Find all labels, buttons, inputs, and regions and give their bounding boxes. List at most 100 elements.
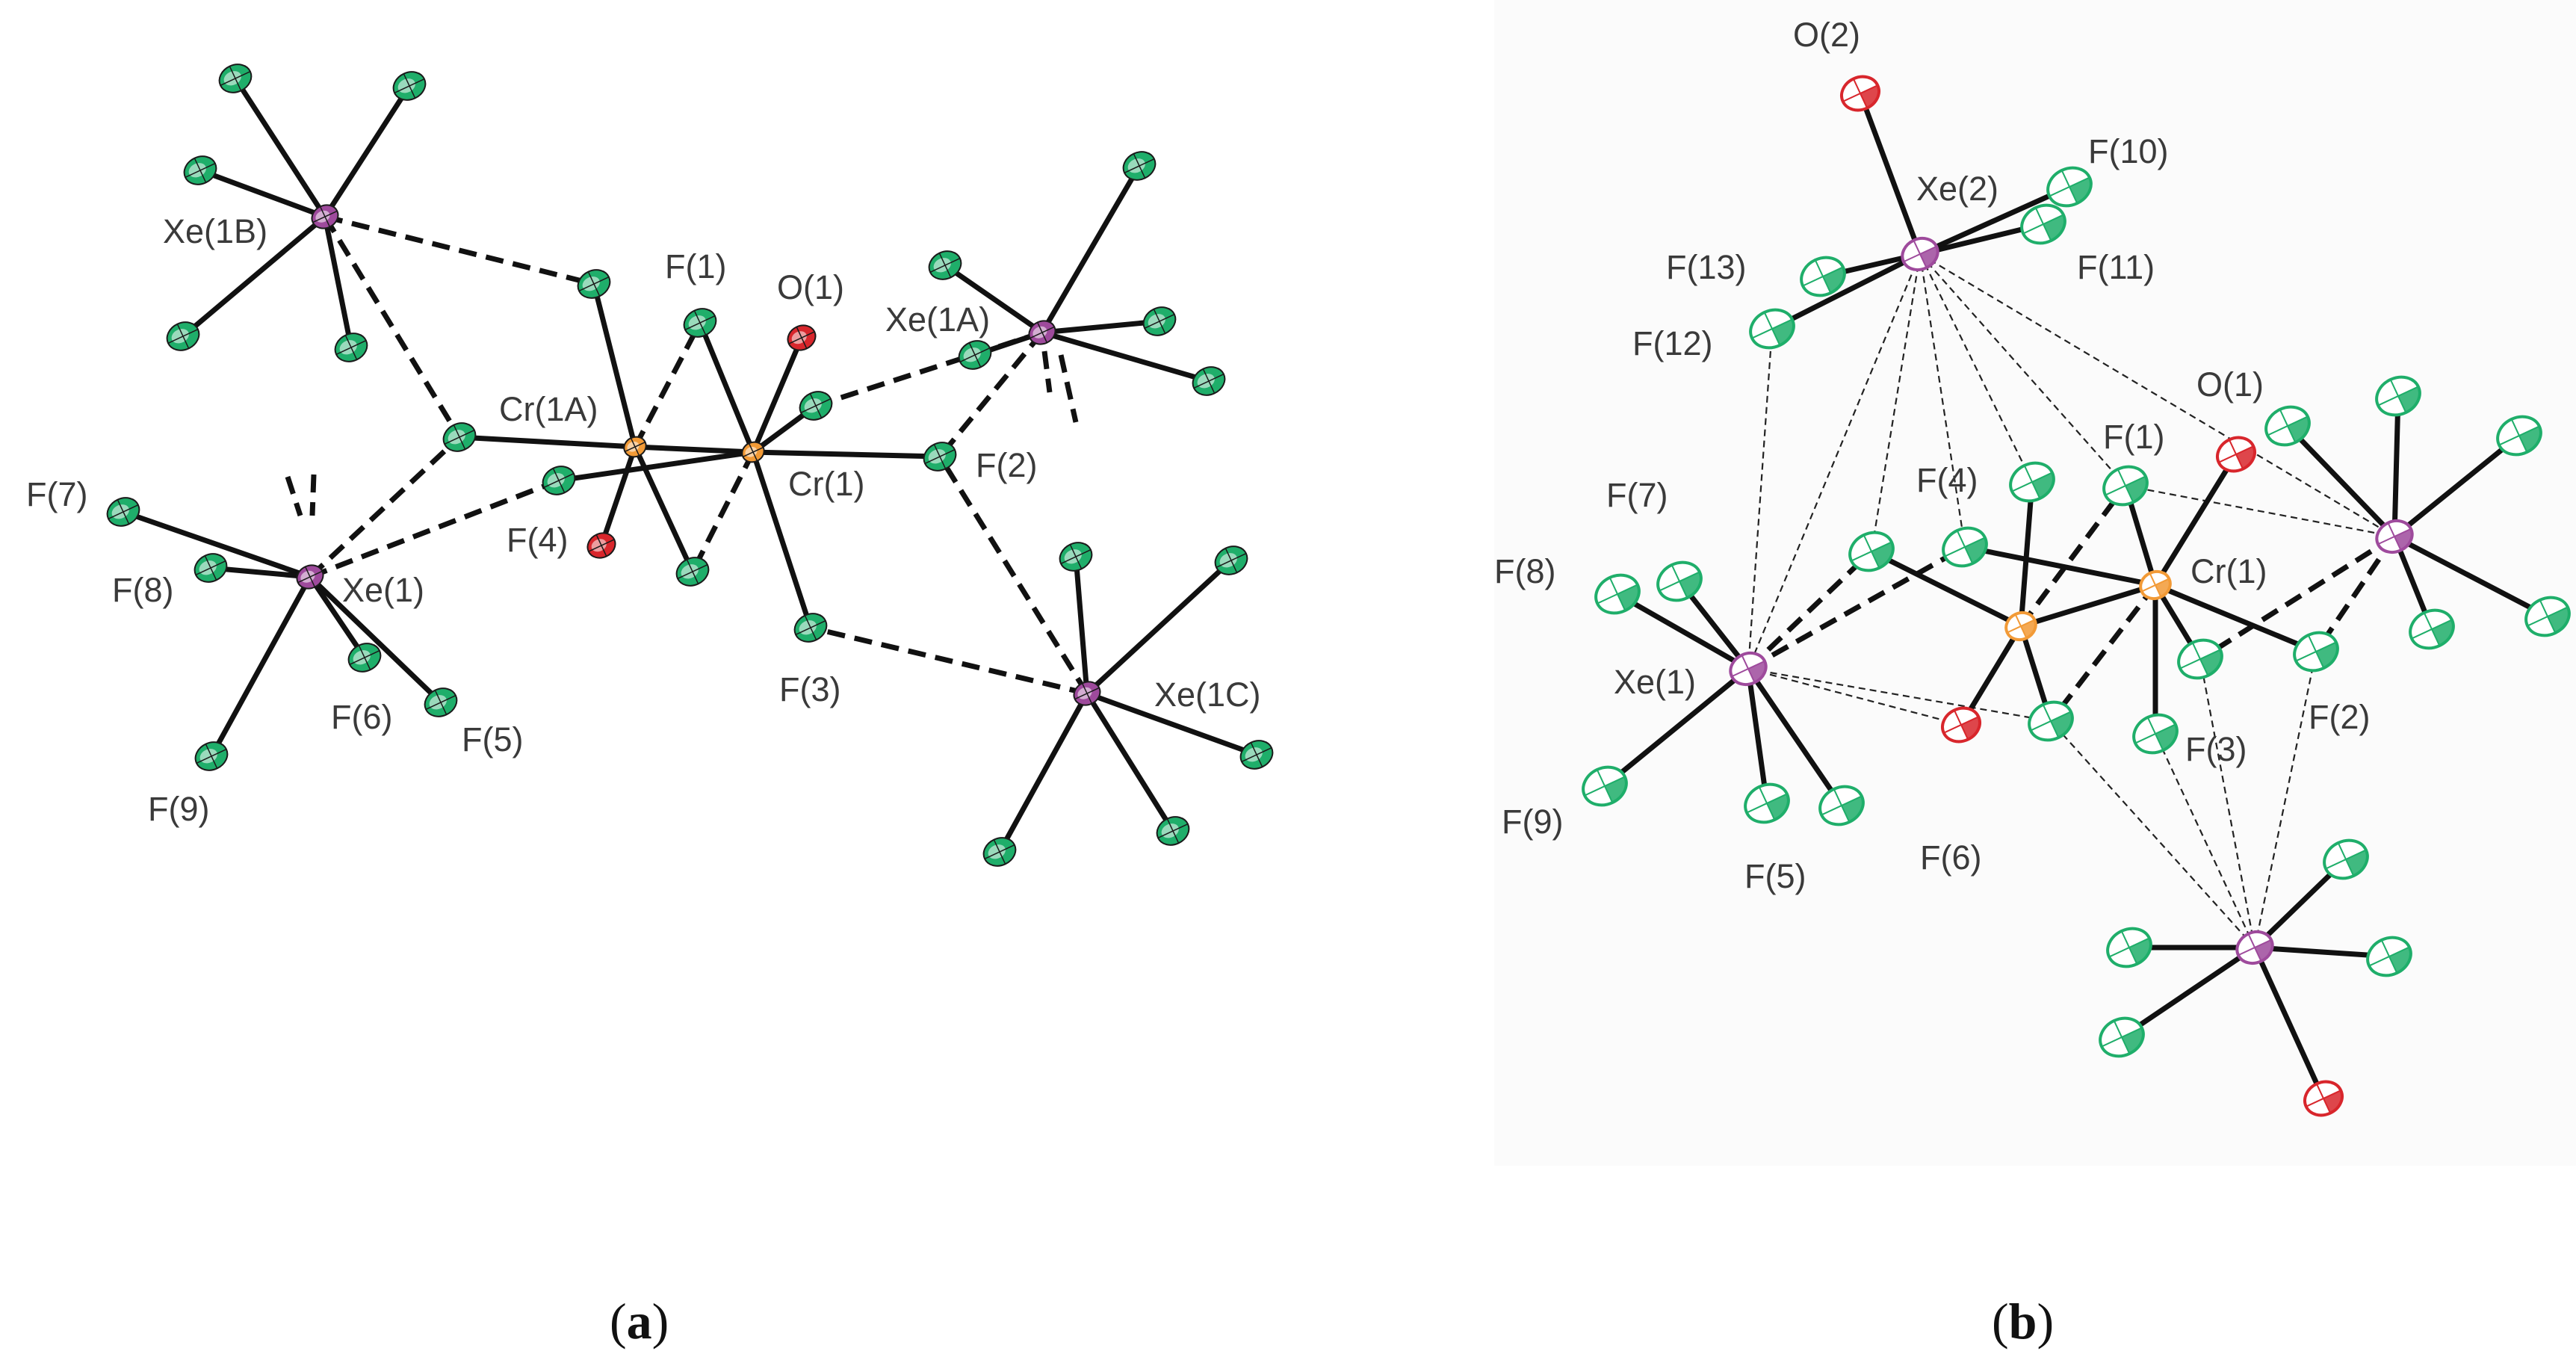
a-bond-XeB-XeB_f1 [232, 75, 328, 220]
a-contact-Xe1-F4 [309, 477, 560, 580]
b-bond-XeR-XeR_f1 [2285, 423, 2397, 540]
a-bond-XeB-XeB_f5 [322, 214, 354, 350]
a-bond-CrA-Cr [632, 444, 756, 455]
b-weak-contact-Xe2-Fb [1870, 253, 1922, 552]
a-contact-stub-2 [1041, 350, 1053, 393]
label-cr1a: Cr(1A) [499, 390, 598, 428]
caption-b-close: ) [2037, 1293, 2054, 1350]
b-atom-O2 [1840, 75, 1880, 112]
label-f10: F(10) [2088, 132, 2169, 170]
label-f5b: F(5) [1744, 857, 1806, 895]
a-bond-Cr-F3 [750, 449, 814, 631]
b-weak-contact-Xe2-Fa [1919, 253, 1966, 548]
b-atom-Fd [2028, 700, 2074, 742]
a-atom-XeC_f2 [1214, 545, 1248, 575]
b-atom-F1 [2102, 465, 2149, 507]
label-f13: F(13) [1666, 248, 1747, 286]
a-contact-XeC-F3 [810, 625, 1088, 696]
label-xe1b-panel: Xe(1) [1614, 663, 1696, 701]
a-atom-F5 [424, 687, 458, 717]
b-atom-Fa [1942, 526, 1988, 568]
caption-a: (a) [610, 1293, 669, 1350]
b-weak-contact-XeD-F3 [2155, 733, 2255, 948]
b-bond-XeR-XeR_f2 [2391, 393, 2401, 540]
b-atom-CrB [2004, 611, 2037, 642]
panel-a-bonds [120, 75, 1260, 855]
a-contact-Xe1-Fb [308, 435, 462, 579]
a-bond-XeB-XeB_f2 [322, 83, 412, 220]
b-atom-F6 [1818, 785, 1865, 826]
a-bond-XeA-XeA_f1 [942, 262, 1045, 336]
a-atom-XeB_f4 [166, 321, 200, 351]
a-atom-XeC [1073, 681, 1101, 706]
b-contact-Cr1-Fd [2049, 583, 2158, 723]
b-contact-Xe1-Fa [1747, 544, 1966, 672]
label-f4b: F(4) [1916, 461, 1978, 499]
b-atom-F11 [2020, 203, 2066, 245]
a-atom-XeA_f5 [958, 340, 992, 370]
b-weak-contact-F12-Xe1 [1747, 328, 1774, 670]
a-atom-XeB_f6 [577, 269, 611, 299]
b-bond-Cr1-O1 [2152, 451, 2239, 588]
a-bond-Cr-F4 [556, 449, 756, 483]
a-bond-CrA-O4 [598, 444, 638, 548]
a-atom-F6 [347, 643, 382, 673]
b-weak-contact-Xe2-XeR [1919, 253, 2395, 537]
a-contact-XeB-Fb [323, 215, 462, 439]
b-bond-XeD-XeD_f4 [2119, 945, 2258, 1040]
b-bond-Xe1-F8 [1614, 591, 1751, 672]
b-atom-XeR_f5 [2409, 608, 2455, 650]
a-atom-F2 [923, 442, 957, 472]
label-f2b: F(2) [2309, 698, 2371, 736]
a-contact-stub-0 [285, 475, 303, 517]
a-bond-XeC-XeC_f2 [1084, 557, 1234, 696]
b-atom-Fc [2177, 638, 2223, 680]
label-cr1: Cr(1) [788, 465, 864, 503]
a-bond-CrA-Fl [632, 444, 696, 575]
a-atom-CrA [623, 436, 647, 458]
a-atom-XeA_f1 [928, 250, 962, 280]
a-contact-CrA-F1 [632, 321, 703, 448]
a-bond-XeC-XeC_f3 [1084, 690, 1260, 758]
a-bond-Cr-O1 [750, 335, 805, 455]
a-bond-Cr-F2 [750, 449, 943, 460]
b-atom-F7 [1656, 560, 1703, 602]
b-atom-F3 [2132, 713, 2179, 755]
panel-b-structure: O(2) F(10) Xe(2) F(13) F(11) F(12) O(1) … [1494, 16, 2571, 1350]
a-atom-F9 [194, 741, 229, 771]
a-atom-XeA_f3 [1142, 306, 1177, 336]
b-atom-F10 [2046, 166, 2093, 208]
a-atom-XeB [311, 204, 339, 229]
label-xe1a: Xe(1A) [885, 300, 990, 339]
caption-a-open: ( [610, 1293, 627, 1350]
a-bond-XeA-XeA_f4 [1039, 330, 1212, 384]
panel-b-contacts [1746, 253, 2397, 948]
a-atom-F3 [793, 613, 828, 643]
b-atom-F4 [2009, 461, 2055, 503]
label-f3b: F(3) [2185, 730, 2247, 768]
a-bond-CrA-XeB_f6 [591, 281, 638, 450]
b-atom-XeD_f4 [2099, 1016, 2145, 1058]
a-atom-XeA_f2 [1122, 151, 1157, 181]
b-atom-O1 [2216, 436, 2256, 473]
b-atom-F13 [1800, 256, 1846, 297]
a-bond-Xe1-F9 [208, 574, 313, 759]
label-f4: F(4) [507, 521, 569, 559]
caption-b-open: ( [1992, 1293, 2009, 1350]
a-bond-Xe1-F7 [120, 509, 313, 580]
label-xe1c: Xe(1C) [1154, 676, 1261, 714]
a-bond-XeC-XeC_f4 [1084, 690, 1176, 834]
label-f9: F(9) [148, 790, 210, 828]
b-atom-Fb [1848, 531, 1895, 572]
a-bond-XeA-XeA_f3 [1039, 318, 1162, 336]
b-bond-Xe1-F6 [1745, 666, 1845, 809]
panel-a-atoms [106, 64, 1274, 867]
a-bond-XeB-XeB_f3 [197, 167, 328, 220]
label-xe2: Xe(2) [1916, 170, 1998, 208]
panel-b-atoms [1582, 75, 2571, 1117]
b-atom-XeR_f1 [2264, 405, 2311, 447]
a-atom-Fb [442, 422, 477, 452]
a-contact-XeC-F2 [938, 455, 1089, 695]
a-atom-XeC_f5 [982, 837, 1017, 867]
